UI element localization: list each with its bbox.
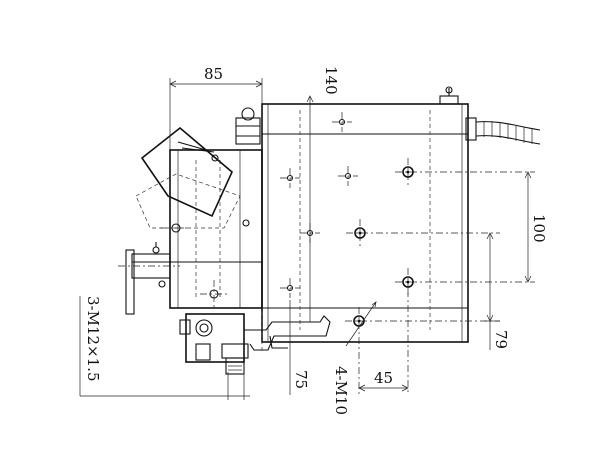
dim-100-label: 100 — [530, 214, 548, 243]
dim-140-label: 140 — [322, 66, 340, 95]
dimension-100: 100 — [524, 171, 548, 283]
hose-fitting — [465, 117, 541, 145]
dim-45-label: 45 — [374, 369, 393, 387]
side-lever — [118, 242, 180, 315]
filler-cap — [439, 86, 459, 105]
dimension-79: 79 — [484, 232, 510, 350]
dimension-75: 75 — [289, 300, 310, 395]
dim-75-label: 75 — [292, 370, 310, 389]
thread-callout-3-m12: 3-M12×1.5 — [79, 296, 250, 400]
dimension-45: 45 — [358, 369, 409, 392]
pump-handle — [135, 126, 241, 229]
pump-housing — [160, 149, 263, 310]
dimension-140: 140 — [306, 66, 340, 322]
mounting-holes — [242, 118, 414, 327]
dimension-85: 85 — [169, 65, 263, 150]
dim-85-label: 85 — [204, 65, 223, 83]
thread-callout-4-m10: 4-M10 — [332, 301, 377, 415]
valve-assembly — [179, 312, 331, 375]
top-bolt — [235, 107, 261, 145]
dim-79-label: 79 — [492, 330, 510, 349]
thread-4-m10-label: 4-M10 — [332, 366, 350, 415]
main-tank-body — [261, 103, 469, 343]
hole-centerlines — [280, 112, 535, 394]
thread-3-m12-label: 3-M12×1.5 — [84, 296, 102, 381]
